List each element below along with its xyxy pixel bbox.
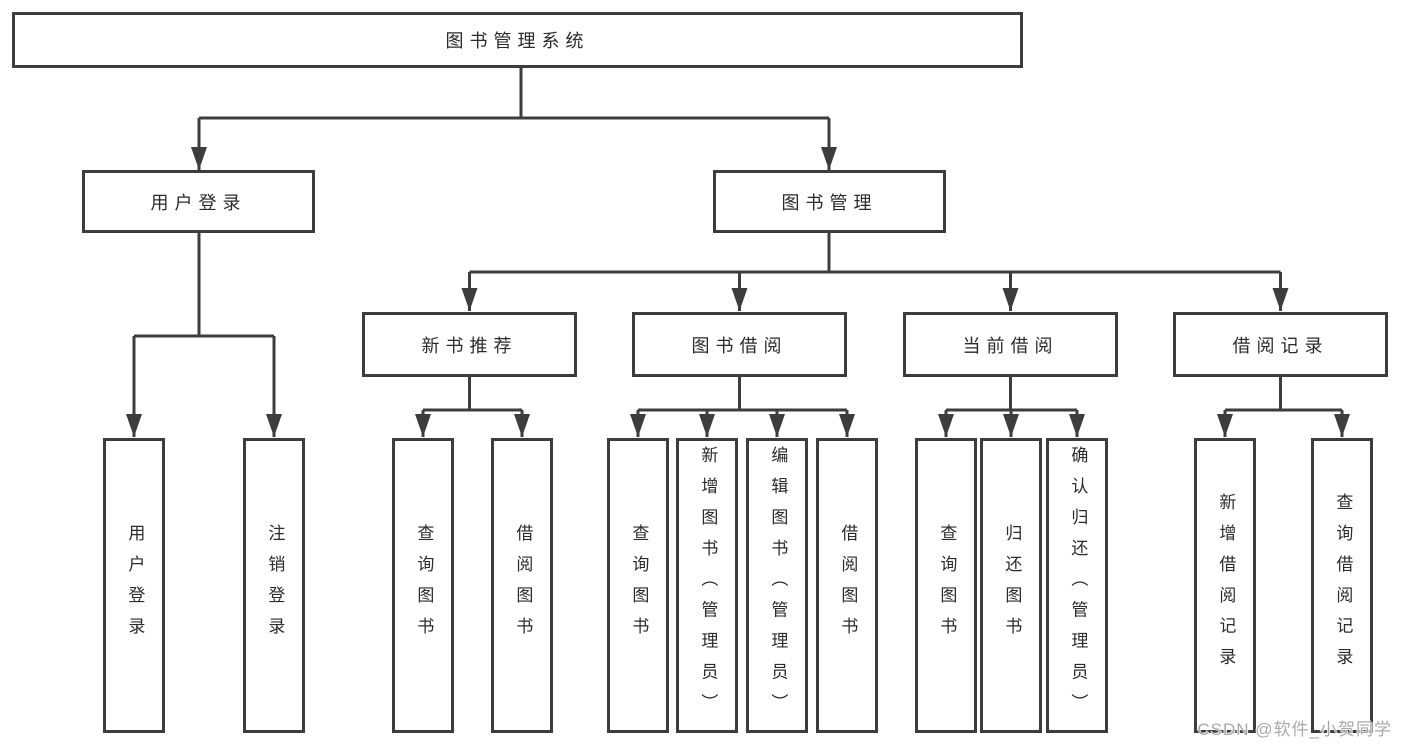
leaf-query-borrow-record: 查询借阅记录 <box>1311 438 1373 733</box>
leaf-label: 查询图书 <box>937 523 957 648</box>
leaf-label: 新增借阅记录 <box>1216 492 1236 679</box>
leaf-add-borrow-record: 新增借阅记录 <box>1194 438 1256 733</box>
branch-book-borrow <box>630 377 855 437</box>
branch-current-borrow <box>938 377 1085 437</box>
leaf-label: 借阅图书 <box>513 523 533 648</box>
leaf-query-books-borrow: 查询图书 <box>607 438 669 733</box>
leaf-label: 确认归还（管理员） <box>1068 446 1088 725</box>
leaf-query-books-recommend: 查询图书 <box>392 438 454 733</box>
leaf-query-books-current: 查询图书 <box>915 438 977 733</box>
node-book-borrow: 图书借阅 <box>632 312 847 377</box>
branch-new-book <box>415 377 530 437</box>
leaf-logout: 注销登录 <box>243 438 305 733</box>
leaf-borrow-books: 借阅图书 <box>816 438 878 733</box>
branch-user-login <box>126 232 282 437</box>
leaf-label: 查询图书 <box>414 523 434 648</box>
branch-root <box>191 67 837 170</box>
leaf-label: 归还图书 <box>1002 523 1022 648</box>
leaf-add-book-admin: 新增图书（管理员） <box>676 438 738 733</box>
leaf-label: 借阅图书 <box>838 523 858 648</box>
node-user-login: 用户登录 <box>82 170 315 233</box>
node-root: 图书管理系统 <box>12 12 1023 68</box>
leaf-label: 查询借阅记录 <box>1333 492 1353 679</box>
leaf-return-book: 归还图书 <box>980 438 1042 733</box>
node-borrow-records: 借阅记录 <box>1173 312 1388 377</box>
leaf-label: 注销登录 <box>265 523 285 648</box>
leaf-label: 用户登录 <box>125 523 145 648</box>
csdn-watermark: CSDN @软件_小贺同学 <box>1197 720 1392 739</box>
leaf-label: 新增图书（管理员） <box>698 446 718 725</box>
leaf-label: 编辑图书（管理员） <box>768 446 788 725</box>
leaf-edit-book-admin: 编辑图书（管理员） <box>746 438 808 733</box>
branch-book-management <box>461 232 1289 311</box>
node-current-borrow: 当前借阅 <box>903 312 1118 377</box>
branch-borrow-records <box>1217 377 1350 437</box>
leaf-confirm-return-admin: 确认归还（管理员） <box>1046 438 1108 733</box>
leaf-user-login: 用户登录 <box>103 438 165 733</box>
leaf-label: 查询图书 <box>629 523 649 648</box>
node-new-book-recommend: 新书推荐 <box>362 312 577 377</box>
node-book-management: 图书管理 <box>713 170 946 233</box>
leaf-borrow-books-recommend: 借阅图书 <box>491 438 553 733</box>
